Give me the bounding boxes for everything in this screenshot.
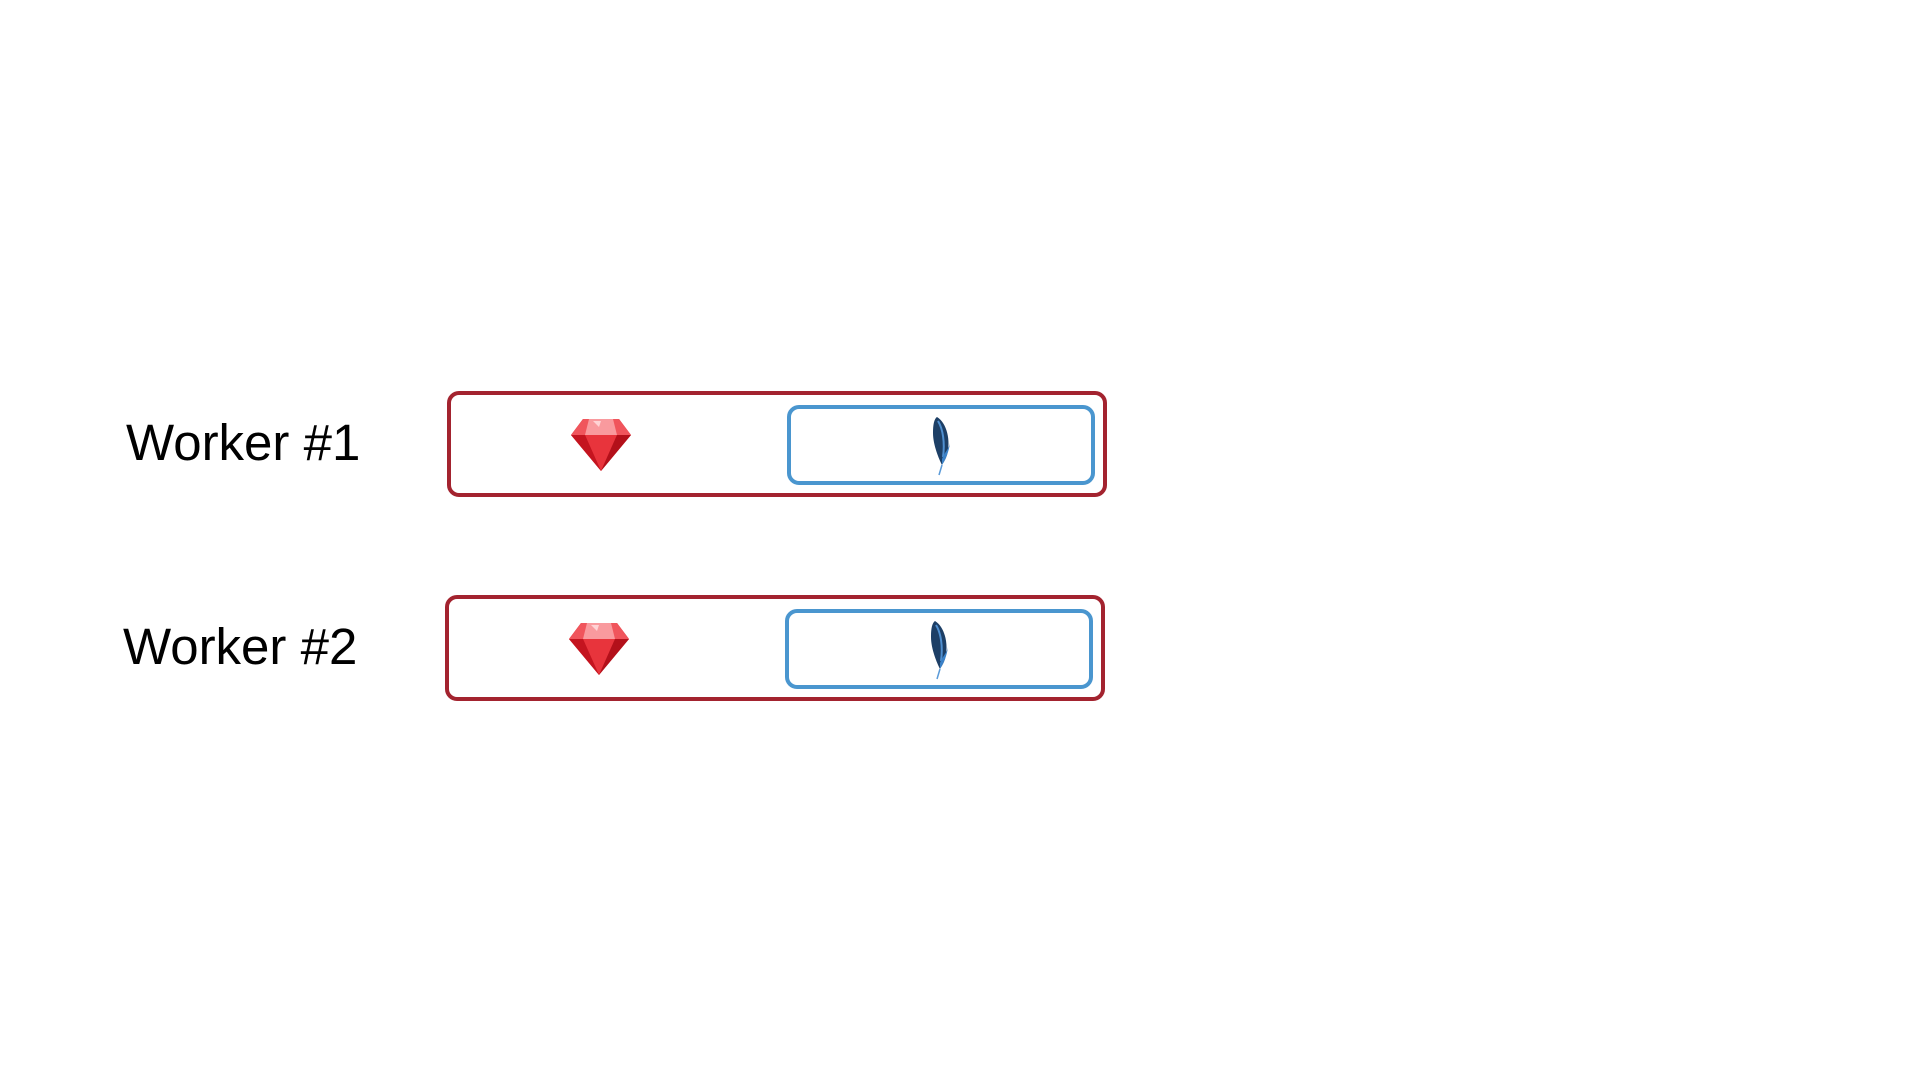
ruby-gem-icon xyxy=(569,623,629,675)
ruby-process-box-1 xyxy=(447,391,1107,497)
ruby-gem-icon xyxy=(571,419,631,471)
worker-label-1: Worker #1 xyxy=(126,414,361,471)
thread-box-1 xyxy=(787,405,1095,485)
worker-row-2: Worker #2 xyxy=(0,595,1920,701)
feather-icon xyxy=(931,621,948,680)
thread-box-2 xyxy=(785,609,1093,689)
worker-label-2: Worker #2 xyxy=(123,618,358,675)
feather-icon xyxy=(933,417,950,476)
worker-row-1: Worker #1 xyxy=(0,391,1920,497)
ruby-process-box-2 xyxy=(445,595,1105,701)
